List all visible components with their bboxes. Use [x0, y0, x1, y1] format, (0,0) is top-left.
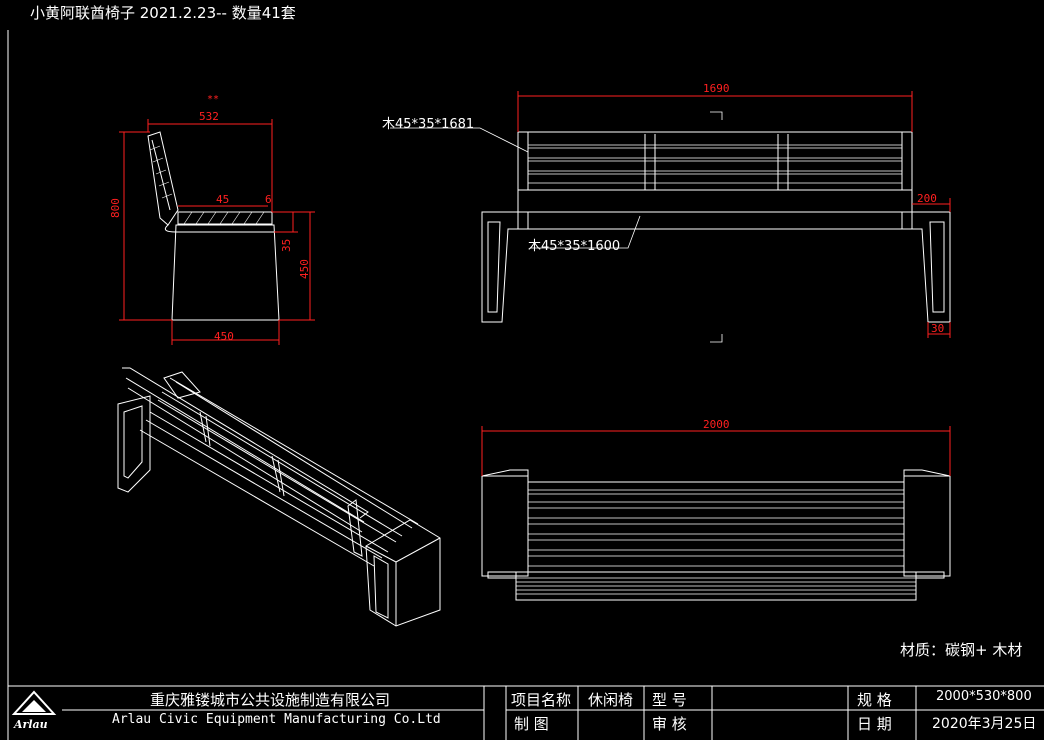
label-back-slat: 木45*35*1681 — [382, 117, 475, 132]
arlau-logo-icon — [11, 690, 57, 715]
dim-side-width: 532 — [199, 110, 219, 123]
company-name-en: Arlau Civic Equipment Manufacturing Co.L… — [112, 712, 441, 727]
isometric-view — [117, 367, 441, 627]
material-note: 材质：碳钢+ 木材 — [900, 641, 1023, 659]
top-dimensions — [481, 426, 951, 476]
date-label: 日 期 — [857, 715, 892, 733]
dim-seat-slat: 45 — [216, 193, 230, 206]
date-value: 2020年3月25日 — [932, 716, 1037, 732]
dim-top-width: 2000 — [703, 418, 730, 431]
company-name-cn: 重庆雅镂城市公共设施制造有限公司 — [150, 691, 391, 709]
front-dimensions — [517, 91, 951, 338]
leader-lines — [390, 111, 723, 343]
side-top-mark: ** — [207, 94, 220, 105]
review-label: 审 核 — [652, 715, 687, 733]
dim-seat-gap: 6 — [265, 193, 272, 206]
label-front-rail: 木45*35*1600 — [528, 239, 621, 254]
drawing-title: 小黄阿联酋椅子 2021.2.23-- 数量41套 — [30, 4, 296, 22]
side-dimensions — [119, 119, 315, 345]
spec-value: 2000*530*800 — [936, 689, 1032, 704]
top-view — [481, 469, 951, 601]
project-value: 休闲椅 — [588, 691, 634, 709]
dim-leg-thick: 30 — [931, 322, 945, 335]
dim-leg-width: 200 — [917, 192, 937, 205]
side-view — [147, 131, 280, 321]
drawn-label: 制 图 — [514, 715, 549, 733]
logo-text: Arlau — [14, 718, 48, 731]
model-label: 型 号 — [652, 691, 687, 709]
front-view — [481, 131, 951, 323]
dim-base-width: 450 — [214, 330, 234, 343]
dim-front-width: 1690 — [703, 82, 730, 95]
project-label: 项目名称 — [511, 691, 572, 709]
spec-label: 规 格 — [857, 691, 892, 709]
